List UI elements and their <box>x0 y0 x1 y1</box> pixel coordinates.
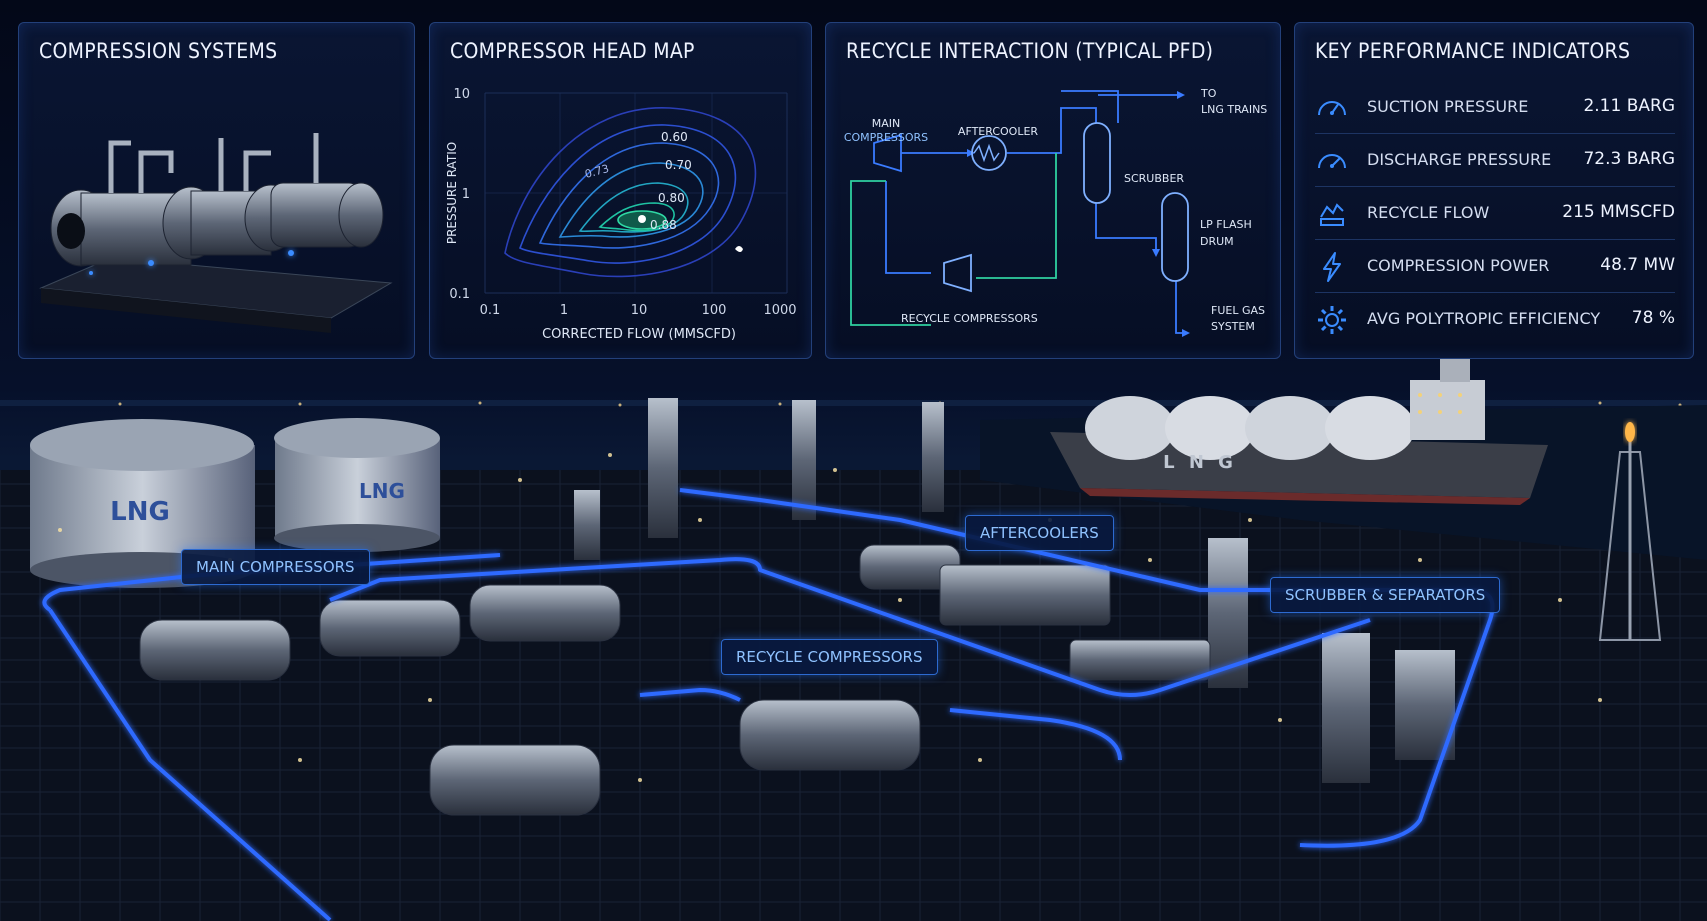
kpi-value: 2.11 BARG <box>1583 96 1675 116</box>
recycle-compressor-symbol <box>943 253 972 293</box>
operating-point <box>638 215 646 223</box>
panel-title: COMPRESSOR HEAD MAP <box>450 39 695 63</box>
lng-carrier-ship <box>1050 358 1548 505</box>
pfd-label: SYSTEM <box>1211 320 1255 333</box>
panel-kpi: KEY PERFORMANCE INDICATORS SUCTION PRESS… <box>1294 22 1694 359</box>
x-tick: 1000 <box>763 303 796 318</box>
gauge-icon <box>1318 101 1346 116</box>
panel-title: KEY PERFORMANCE INDICATORS <box>1315 39 1631 63</box>
kpi-label: SUCTION PRESSURE <box>1367 97 1529 116</box>
kpi-row-suction-pressure[interactable]: SUCTION PRESSURE 2.11 BARG <box>1315 81 1675 134</box>
process-columns <box>574 398 1455 783</box>
lp-flash-drum-symbol <box>1161 192 1189 282</box>
pfd-label: LP FLASH <box>1200 218 1252 231</box>
gear-icon <box>1318 306 1346 334</box>
aftercooler-symbol <box>971 135 1007 171</box>
ship-label: L N G <box>1163 452 1237 473</box>
x-tick: 1 <box>560 303 568 318</box>
pfd-label: FUEL GAS <box>1211 304 1265 317</box>
pfd-diagram: MAIN COMPRESSORS AFTERCOOLER SCRUBBER TO… <box>844 87 1267 337</box>
pfd-label: LNG TRAINS <box>1201 103 1267 116</box>
contour-label: 0.60 <box>661 130 688 144</box>
kpi-row-compression-power[interactable]: COMPRESSION POWER 48.7 MW <box>1315 240 1675 293</box>
tag-recycle-compressors[interactable]: RECYCLE COMPRESSORS <box>721 639 938 675</box>
lng-tank-right <box>274 418 440 552</box>
head-map-chart: 0.60 0.70 0.80 0.88 0.73 10 1 0.1 0.1 1 … <box>445 87 797 342</box>
kpi-label: DISCHARGE PRESSURE <box>1367 150 1552 169</box>
panel-recycle-pfd: RECYCLE INTERACTION (TYPICAL PFD) <box>825 22 1281 359</box>
kpi-value: 215 MMSCFD <box>1562 202 1675 222</box>
x-axis-label: CORRECTED FLOW (MMSCFD) <box>542 327 736 342</box>
panel-title: RECYCLE INTERACTION (TYPICAL PFD) <box>846 39 1214 63</box>
efficiency-contours <box>504 107 757 278</box>
panel-title: COMPRESSION SYSTEMS <box>39 39 278 63</box>
pfd-label: TO <box>1200 87 1217 100</box>
contour-label: 0.88 <box>650 218 677 232</box>
main-compressor-symbol <box>873 133 902 173</box>
recycle-flow-icon <box>1320 203 1344 226</box>
glowing-pipe-routes <box>42 488 1495 921</box>
pfd-label: RECYCLE COMPRESSORS <box>901 312 1038 325</box>
panel-head-map: COMPRESSOR HEAD MAP 0.60 0.70 0.80 0.88 … <box>429 22 812 359</box>
contour-label: 0.80 <box>658 191 685 205</box>
compressor-trains <box>139 544 1211 816</box>
pfd-label: DRUM <box>1200 235 1234 248</box>
x-tick: 0.1 <box>480 303 501 318</box>
kpi-label: COMPRESSION POWER <box>1367 256 1550 275</box>
y-tick: 0.1 <box>449 287 470 302</box>
y-tick: 1 <box>462 187 470 202</box>
tag-aftercoolers[interactable]: AFTERCOOLERS <box>965 515 1114 551</box>
kpi-label: AVG POLYTROPIC EFFICIENCY <box>1367 309 1601 328</box>
scrubber-symbol <box>1083 122 1111 204</box>
kpi-row-recycle-flow[interactable]: RECYCLE FLOW 215 MMSCFD <box>1315 187 1675 240</box>
tank-label-right: LNG <box>359 479 405 503</box>
kpi-value: 78 % <box>1631 308 1675 328</box>
pfd-label: AFTERCOOLER <box>958 125 1038 138</box>
pfd-label: MAIN <box>872 117 901 130</box>
lightning-icon <box>1323 252 1341 282</box>
kpi-value: 48.7 MW <box>1600 255 1675 275</box>
kpi-value: 72.3 BARG <box>1583 149 1675 169</box>
kpi-label: RECYCLE FLOW <box>1367 203 1490 222</box>
contour-label: 0.70 <box>665 158 692 172</box>
tag-main-compressors[interactable]: MAIN COMPRESSORS <box>181 549 370 585</box>
contour-label: 0.73 <box>583 162 610 181</box>
x-tick: 100 <box>702 303 727 318</box>
tag-scrubber-separators[interactable]: SCRUBBER & SEPARATORS <box>1270 577 1501 613</box>
tank-label-left: LNG <box>110 497 170 527</box>
panel-compression-systems: COMPRESSION SYSTEMS <box>18 22 415 359</box>
gauge-icon <box>1318 154 1346 169</box>
pfd-label: SCRUBBER <box>1124 172 1184 185</box>
x-tick: 10 <box>631 303 648 318</box>
y-axis-label: PRESSURE RATIO <box>445 142 459 244</box>
flare-stack <box>1598 422 1662 641</box>
kpi-row-polytropic-efficiency[interactable]: AVG POLYTROPIC EFFICIENCY 78 % <box>1315 293 1675 345</box>
compressor-skid-illustration <box>39 133 393 333</box>
surge-marker <box>735 246 743 252</box>
kpi-row-discharge-pressure[interactable]: DISCHARGE PRESSURE 72.3 BARG <box>1315 134 1675 187</box>
y-tick: 10 <box>453 87 470 102</box>
pfd-label: COMPRESSORS <box>844 131 928 144</box>
